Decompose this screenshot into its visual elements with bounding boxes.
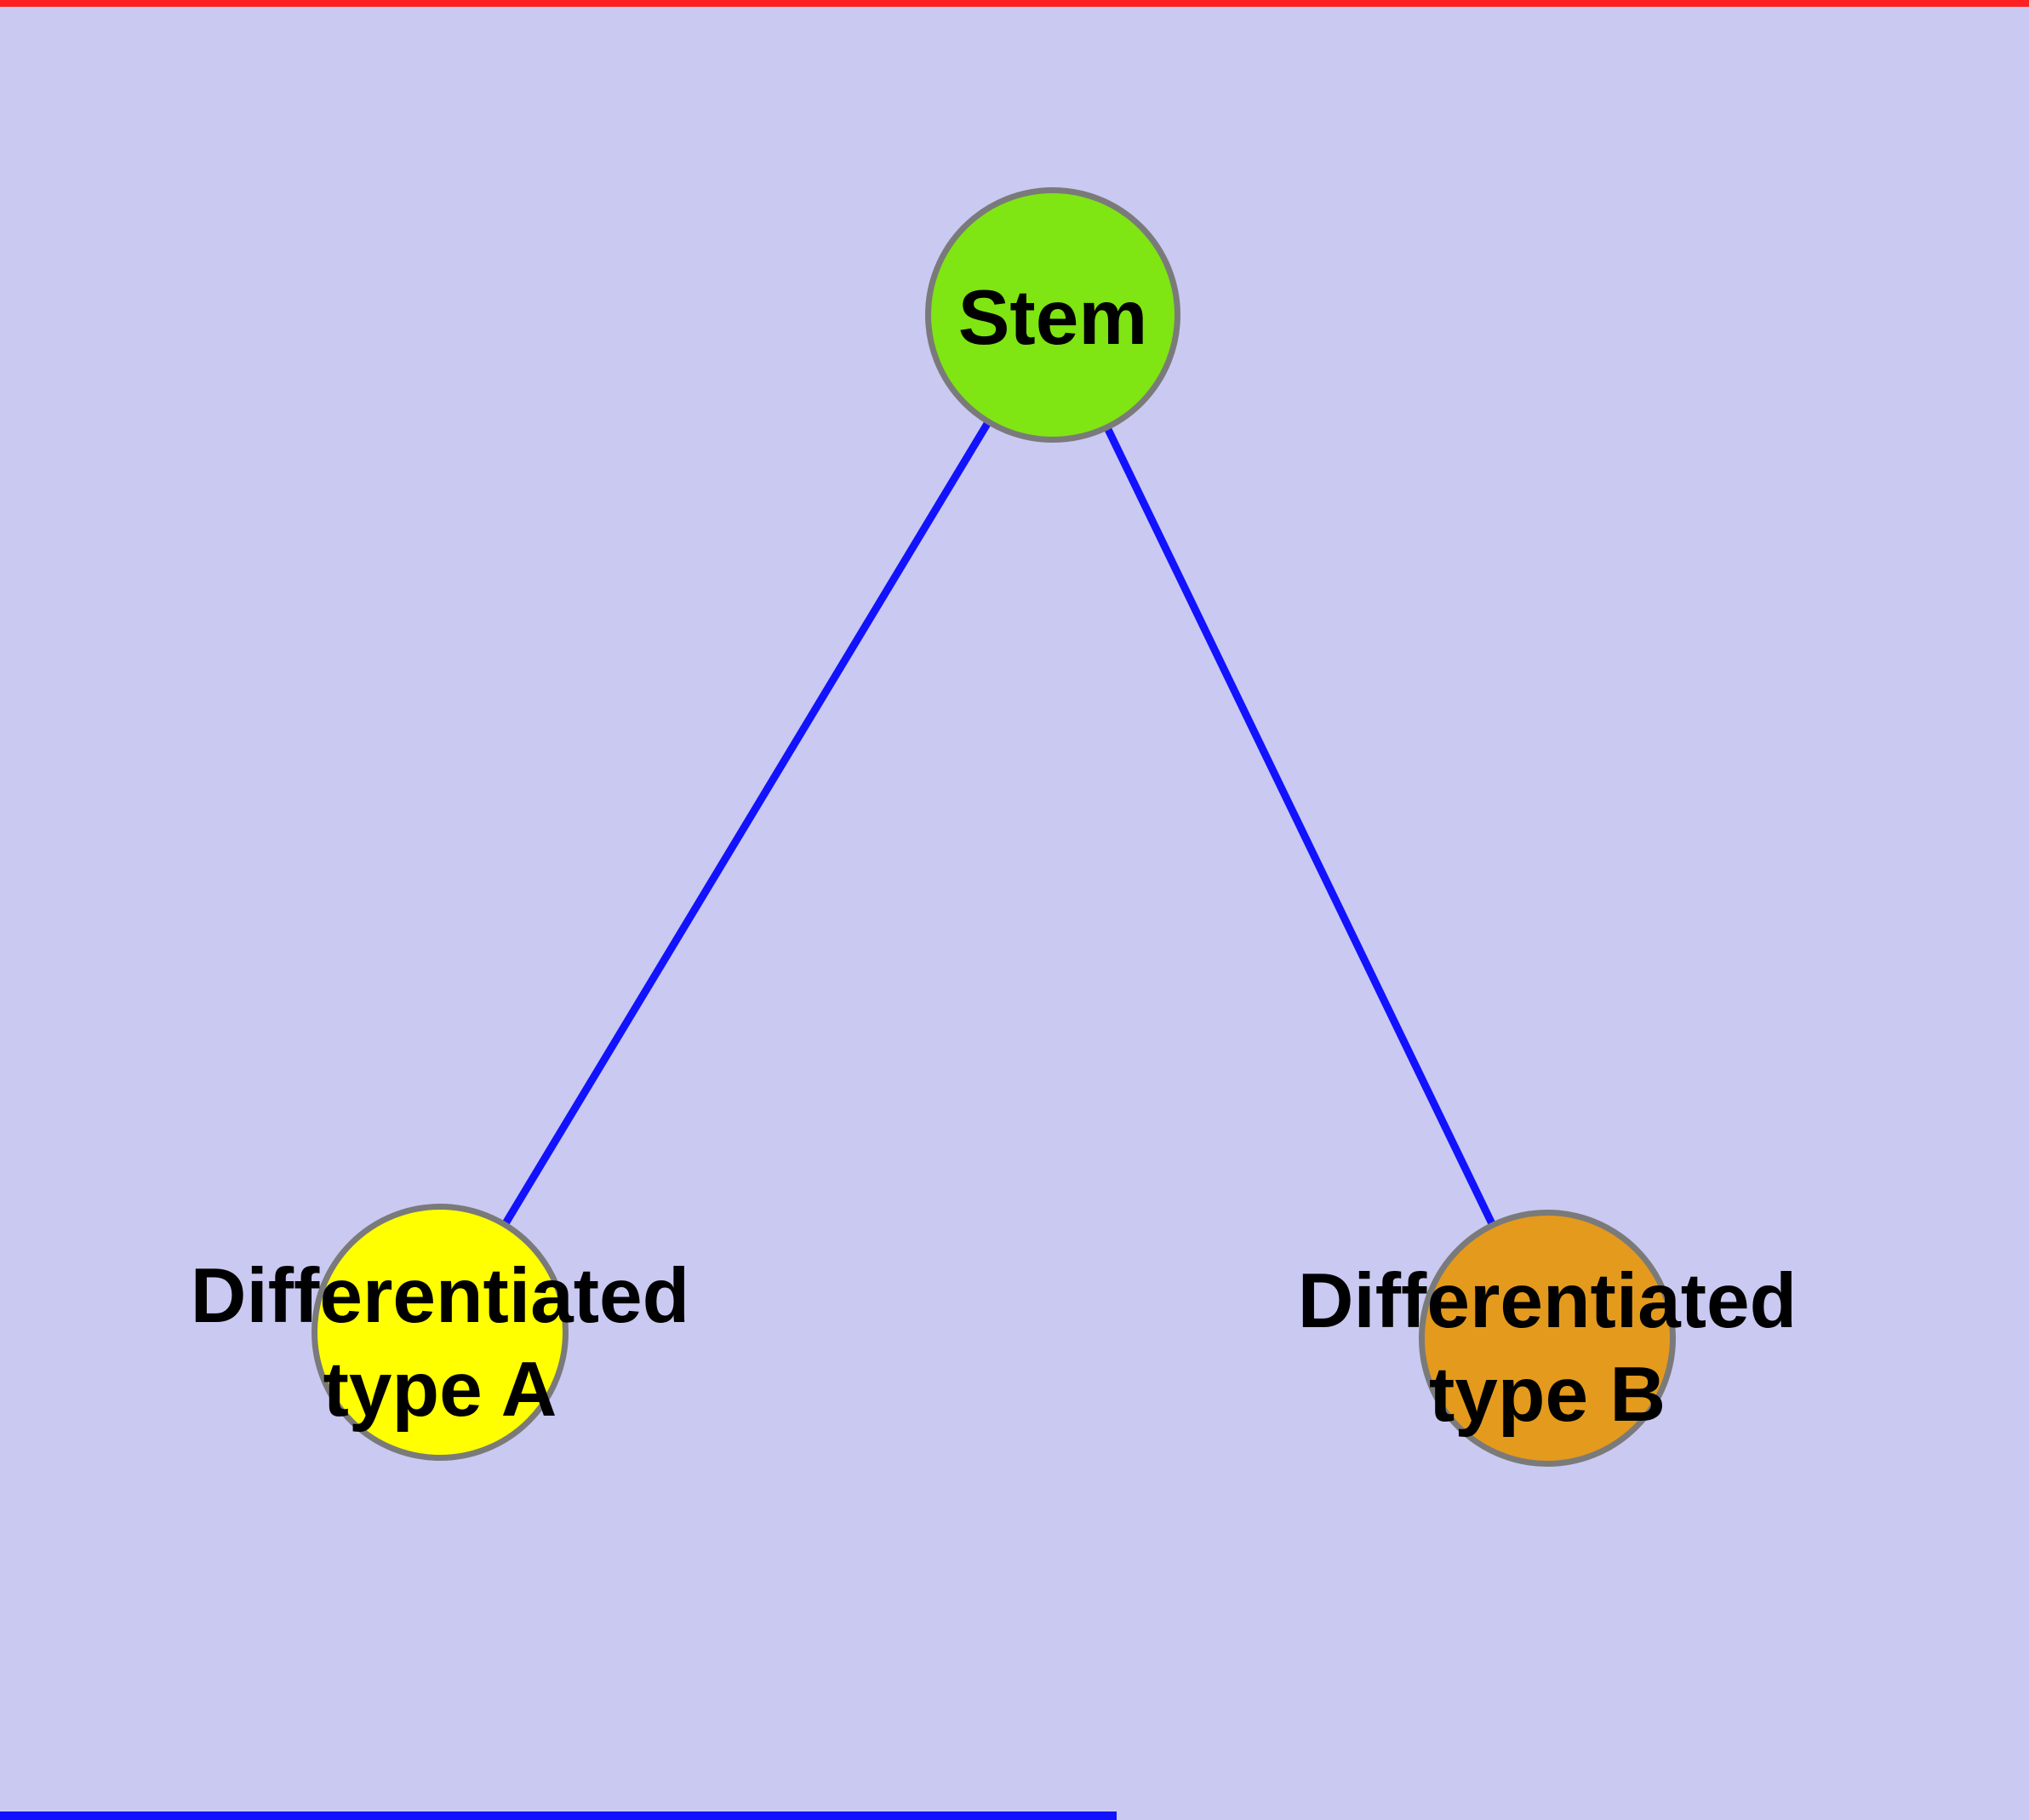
node-type-a-circle: [311, 1204, 569, 1461]
node-type-a-label-line1: Differentiated: [190, 1253, 690, 1339]
node-type-b-label: Differentiated type B: [1298, 1255, 1798, 1442]
top-edge-bar: [0, 0, 2029, 7]
node-stem-circle: [925, 187, 1180, 443]
edge-stem-type-a: [437, 312, 1056, 1335]
node-type-b-circle: [1419, 1210, 1676, 1467]
node-stem-label-line: Stem: [957, 275, 1148, 361]
node-type-a-label-line2: type A: [323, 1347, 557, 1433]
bottom-progress-bar: [0, 1811, 1117, 1820]
node-type-a-label: Differentiated type A: [191, 1250, 690, 1437]
edge-stem-type-b: [1049, 313, 1552, 1340]
node-type-b-label-line1: Differentiated: [1297, 1258, 1798, 1344]
node-type-b-label-line2: type B: [1428, 1352, 1666, 1438]
node-stem-label: Stem: [958, 272, 1148, 365]
